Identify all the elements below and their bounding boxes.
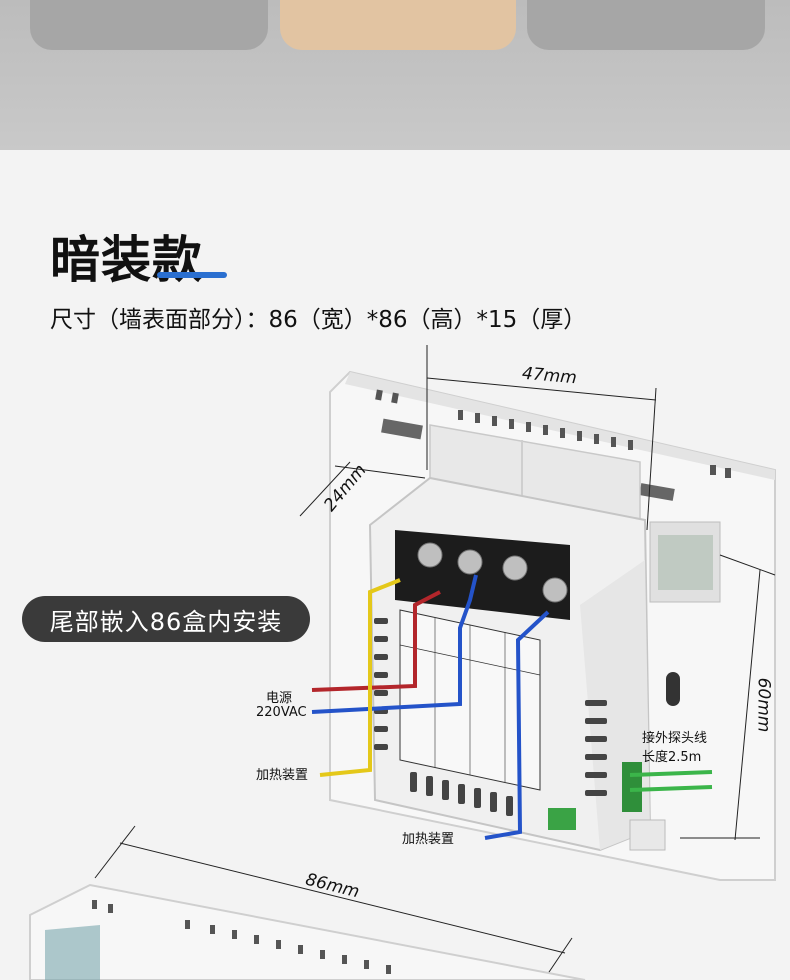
color-tile-gray-left	[30, 0, 268, 50]
wire-yellow-heater	[319, 578, 401, 777]
heater-connector	[548, 808, 576, 830]
vent-slots-bottom	[410, 772, 513, 816]
probe-connector	[622, 762, 642, 812]
wire-green-probe-1	[629, 770, 713, 777]
wire-green-probe-2	[629, 785, 713, 792]
vent-slots-side	[374, 618, 607, 796]
top-banner	[0, 0, 790, 150]
color-tile-gold	[280, 0, 516, 50]
embed-badge: 尾部嵌入86盒内安装	[22, 596, 310, 642]
wire-blue-heater	[484, 610, 550, 840]
front-plate	[29, 883, 586, 980]
wire-red-power	[311, 590, 441, 692]
label-probe-line1: 接外探头线	[642, 731, 708, 746]
label-voltage: 220VAC	[256, 705, 307, 720]
vent-slots-top	[375, 389, 731, 501]
color-tile-gray-right	[527, 0, 765, 50]
vent-slots-front	[92, 900, 391, 974]
measure-60: 60mm	[753, 677, 774, 733]
wire-blue-power	[311, 574, 478, 714]
probe-clip	[629, 819, 666, 851]
label-power: 电源	[266, 691, 293, 706]
terminal-screws	[417, 542, 568, 603]
front-display	[45, 925, 100, 980]
label-heater-bottom: 加热装置	[402, 832, 455, 847]
back-plate-edge	[345, 372, 775, 480]
title-underline	[157, 272, 227, 278]
mount-slot	[666, 672, 680, 706]
section-title: 暗装款	[50, 231, 203, 289]
dimension-lines	[94, 345, 776, 979]
label-probe-line2: 长度2.5m	[642, 750, 702, 765]
label-heater-left: 加热装置	[256, 768, 309, 783]
dimensions-text: 尺寸（墙表面部分）：86（宽）*86（高）*15（厚）	[50, 307, 587, 333]
